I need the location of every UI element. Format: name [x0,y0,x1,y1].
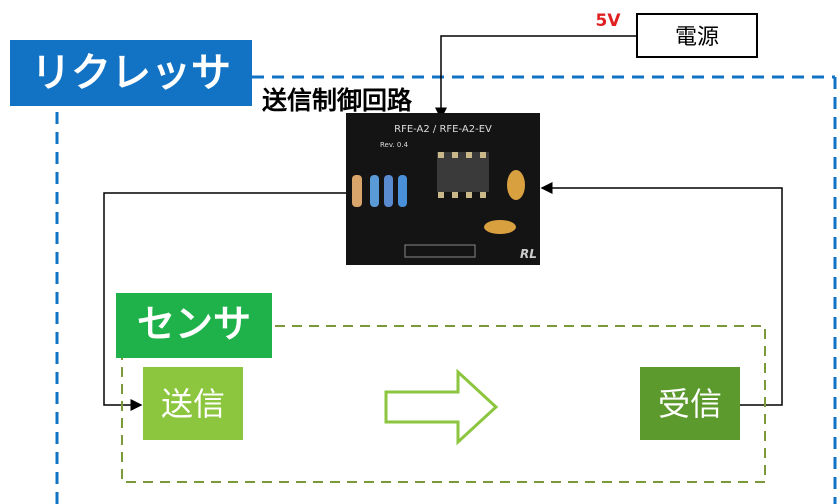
sensor-boundary [121,325,766,483]
power-line [435,35,637,120]
sensor-label: センサ [137,302,251,346]
sensor-label-box [116,293,272,358]
receiver-box [640,367,740,440]
control-board-photo: RFE-A2 / RFE-A2-EV Rev. 0.4 RL [346,113,540,265]
transmitter-label: 送信 [161,385,225,423]
recycler-boundary [55,75,837,504]
power-box [636,13,758,58]
svg-text:RL: RL [520,247,537,261]
recycler-label: リクレッサ [31,50,231,96]
power-label: 電源 [675,25,719,50]
signal-arrow-icon [384,368,499,446]
transmitter-box [143,367,243,440]
receiver-to-board-line [540,182,783,406]
svg-text:Rev. 0.4: Rev. 0.4 [380,141,409,149]
control-circuit-label: 送信制御回路 [262,86,413,115]
recycler-label-box [10,40,252,106]
svg-text:RFE-A2 / RFE-A2-EV: RFE-A2 / RFE-A2-EV [394,124,492,135]
receiver-label: 受信 [658,385,722,423]
voltage-label: 5V [596,11,622,31]
